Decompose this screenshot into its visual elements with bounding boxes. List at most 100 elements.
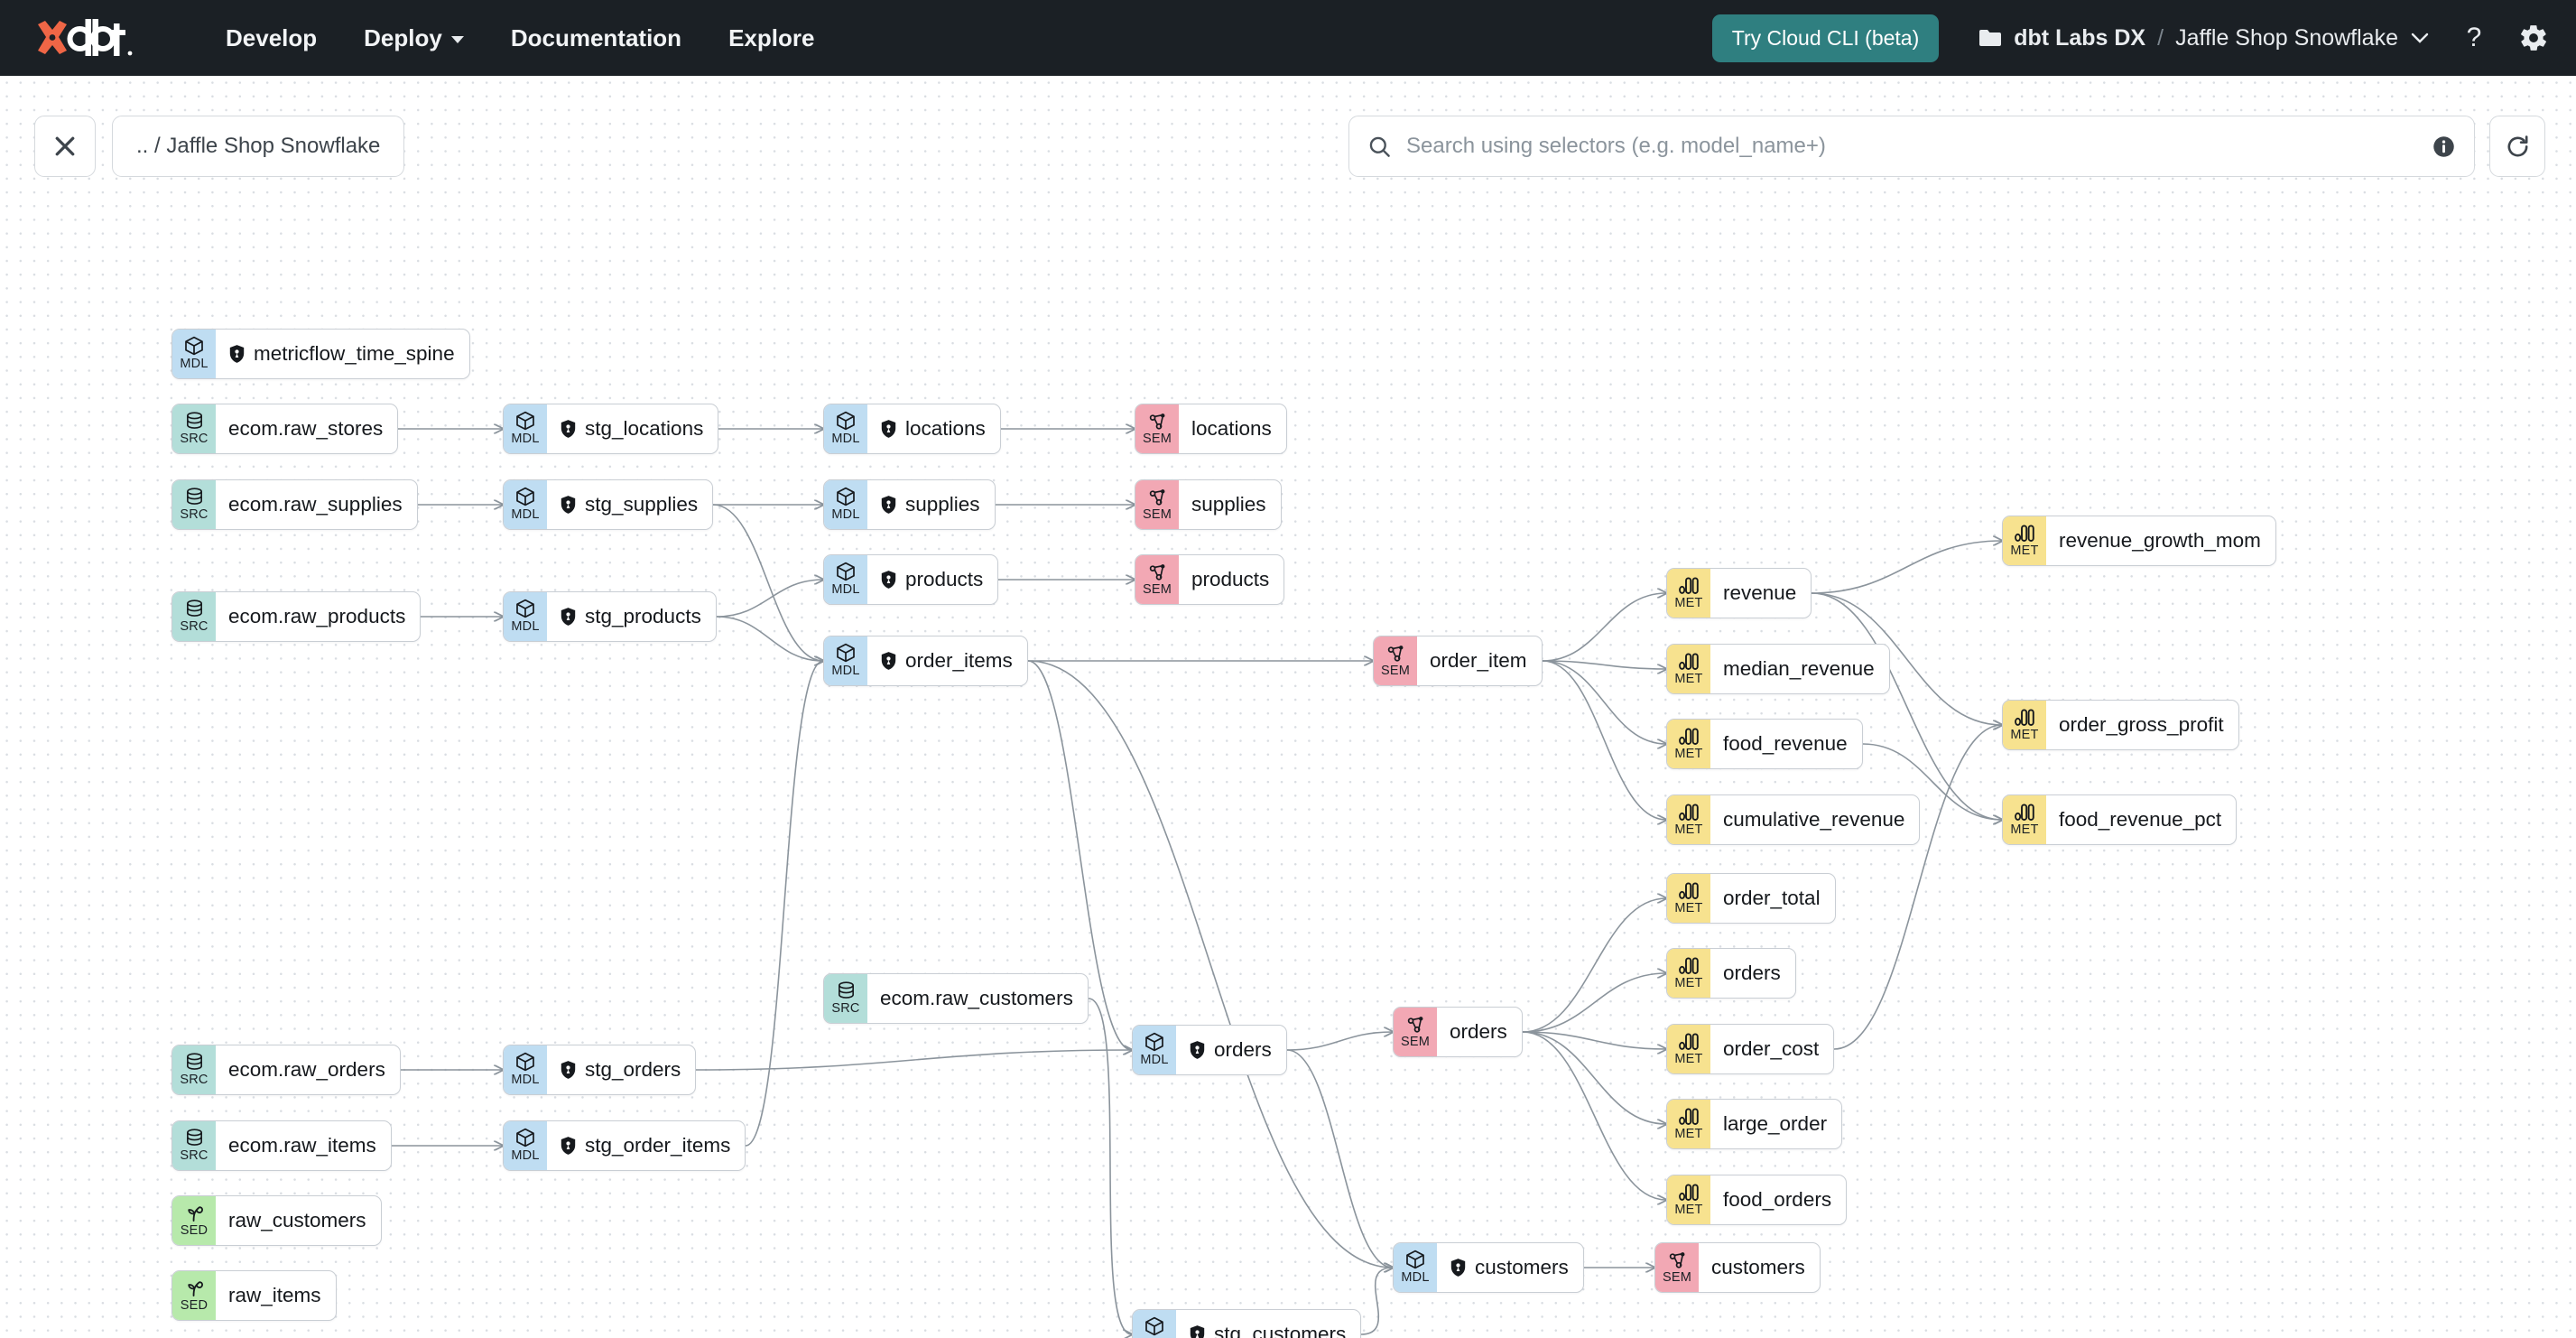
nav-link-develop[interactable]: Develop [202,15,340,61]
nav-link-deploy[interactable]: Deploy [340,15,487,61]
info-icon [2433,135,2454,157]
lineage-edge [1522,1031,1666,1200]
node-type-badge-sem: SEM [1374,636,1417,685]
lineage-edge [1522,1031,1666,1124]
settings-button[interactable] [2518,23,2549,53]
refresh-button[interactable] [2489,116,2545,177]
try-cloud-cli-button[interactable]: Try Cloud CLI (beta) [1711,14,1940,62]
node-label: ecom.raw_stores [228,417,384,440]
lineage-edge [712,504,823,661]
node-type-badge-src: SRC [172,1045,216,1094]
search-info-button[interactable] [2432,135,2456,159]
shield-icon [880,419,897,439]
node-type-code: MET [1674,1202,1703,1217]
svg-text:?: ? [2467,23,2482,52]
node-body: food_revenue [1710,720,1862,768]
node-type-badge-mdl: MDL [824,555,867,604]
shield-icon [1189,1040,1206,1060]
node-type-code: MDL [831,431,860,446]
search-bar[interactable] [1348,116,2475,177]
project-chevron-down-icon[interactable] [2410,32,2430,44]
project-name[interactable]: Jaffle Shop Snowflake [2175,24,2398,51]
node-type-code: MDL [831,506,860,522]
node-label: customers [1711,1256,1805,1278]
lineage-edge [1027,660,1393,1268]
node-body: stg_supplies [547,480,712,529]
close-button[interactable] [34,116,96,177]
shield-icon [880,570,897,590]
seedling-icon [184,1278,205,1298]
node-type-badge-met: MET [1667,1100,1710,1148]
node-type-badge-mdl: MDL [824,404,867,453]
node-label: food_orders [1723,1188,1832,1211]
cube-icon [1404,1250,1426,1270]
node-label: order_gross_profit [2059,713,2224,736]
node-body: stg_products [547,592,716,641]
node-type-code: MET [2010,822,2039,837]
node-type-code: SRC [180,618,208,634]
lineage-edge [1522,973,1666,1033]
graph-node-met_food_orders[interactable]: MET food_orders [1666,1175,1848,1225]
gear-icon [2521,25,2546,51]
help-button[interactable]: ? [2459,23,2489,53]
node-body: stg_orders [547,1045,695,1094]
nav-link-documentation[interactable]: Documentation [487,15,705,61]
bar-chart-icon [2014,708,2035,728]
bar-chart-icon [2014,803,2035,822]
bar-chart-icon [1678,576,1700,596]
lineage-edge [1522,1031,1666,1049]
search-input[interactable] [1406,134,2432,159]
node-type-badge-met: MET [1667,1025,1710,1073]
lineage-edge [1522,898,1666,1033]
breadcrumb-button[interactable]: .. / Jaffle Shop Snowflake [112,116,405,177]
node-label: order_item [1430,649,1527,672]
dbt-logo[interactable] [32,18,139,58]
account-name[interactable]: dbt Labs DX [2014,24,2146,51]
node-type-badge-mdl: MDL [504,480,547,529]
node-type-code: MDL [511,618,540,634]
shield-icon [1450,1258,1467,1278]
nav-link-explore[interactable]: Explore [705,15,838,61]
node-type-code: MET [1674,900,1703,915]
node-type-badge-met: MET [1667,569,1710,618]
graph-node-sem_order_item[interactable]: SEM order_item [1373,636,1543,686]
graph-node-stg_products[interactable]: MDL stg_products [503,591,717,642]
